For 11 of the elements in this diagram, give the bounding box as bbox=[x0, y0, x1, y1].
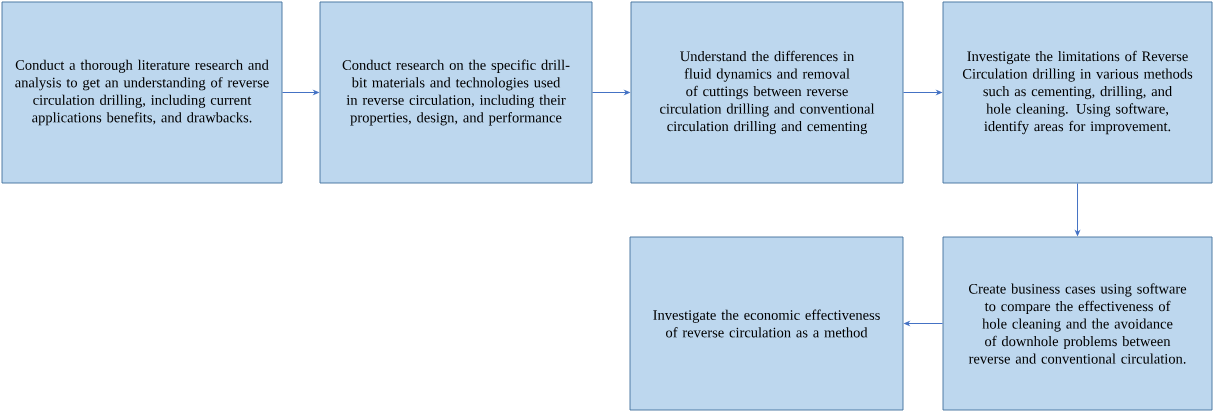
process-box: Create business cases using software to compare the effectiveness of hole cleaning and the avoidance of downhole problems between reverse and conventional circulation. bbox=[942, 236, 1213, 411]
arrow bbox=[902, 90, 942, 95]
arrow bbox=[904, 321, 944, 326]
process-box: Conduct research on the specific drill-bit materials and technologies used in reverse circulation, including their properties, design, and performance bbox=[319, 1, 593, 184]
process-box: Conduct a thorough literature research and analysis to get an understanding of reverse circulation drilling, including current applications benefits, and drawbacks. bbox=[1, 1, 283, 184]
arrow bbox=[1075, 182, 1080, 236]
arrow bbox=[281, 90, 319, 95]
process-box: Investigate the economic effectiveness of reverse circulation as a method bbox=[629, 236, 904, 411]
process-box: Understand the differences in fluid dynamics and removal of cuttings between reverse circulation drilling and conventional circulation drilling and cementing bbox=[630, 1, 904, 184]
process-box: Investigate the limitations of Reverse Circulation drilling in various methods such as cementing, drilling, and hole cleaning. Using software, identify areas for improvement. bbox=[942, 1, 1213, 184]
arrow bbox=[591, 90, 630, 95]
